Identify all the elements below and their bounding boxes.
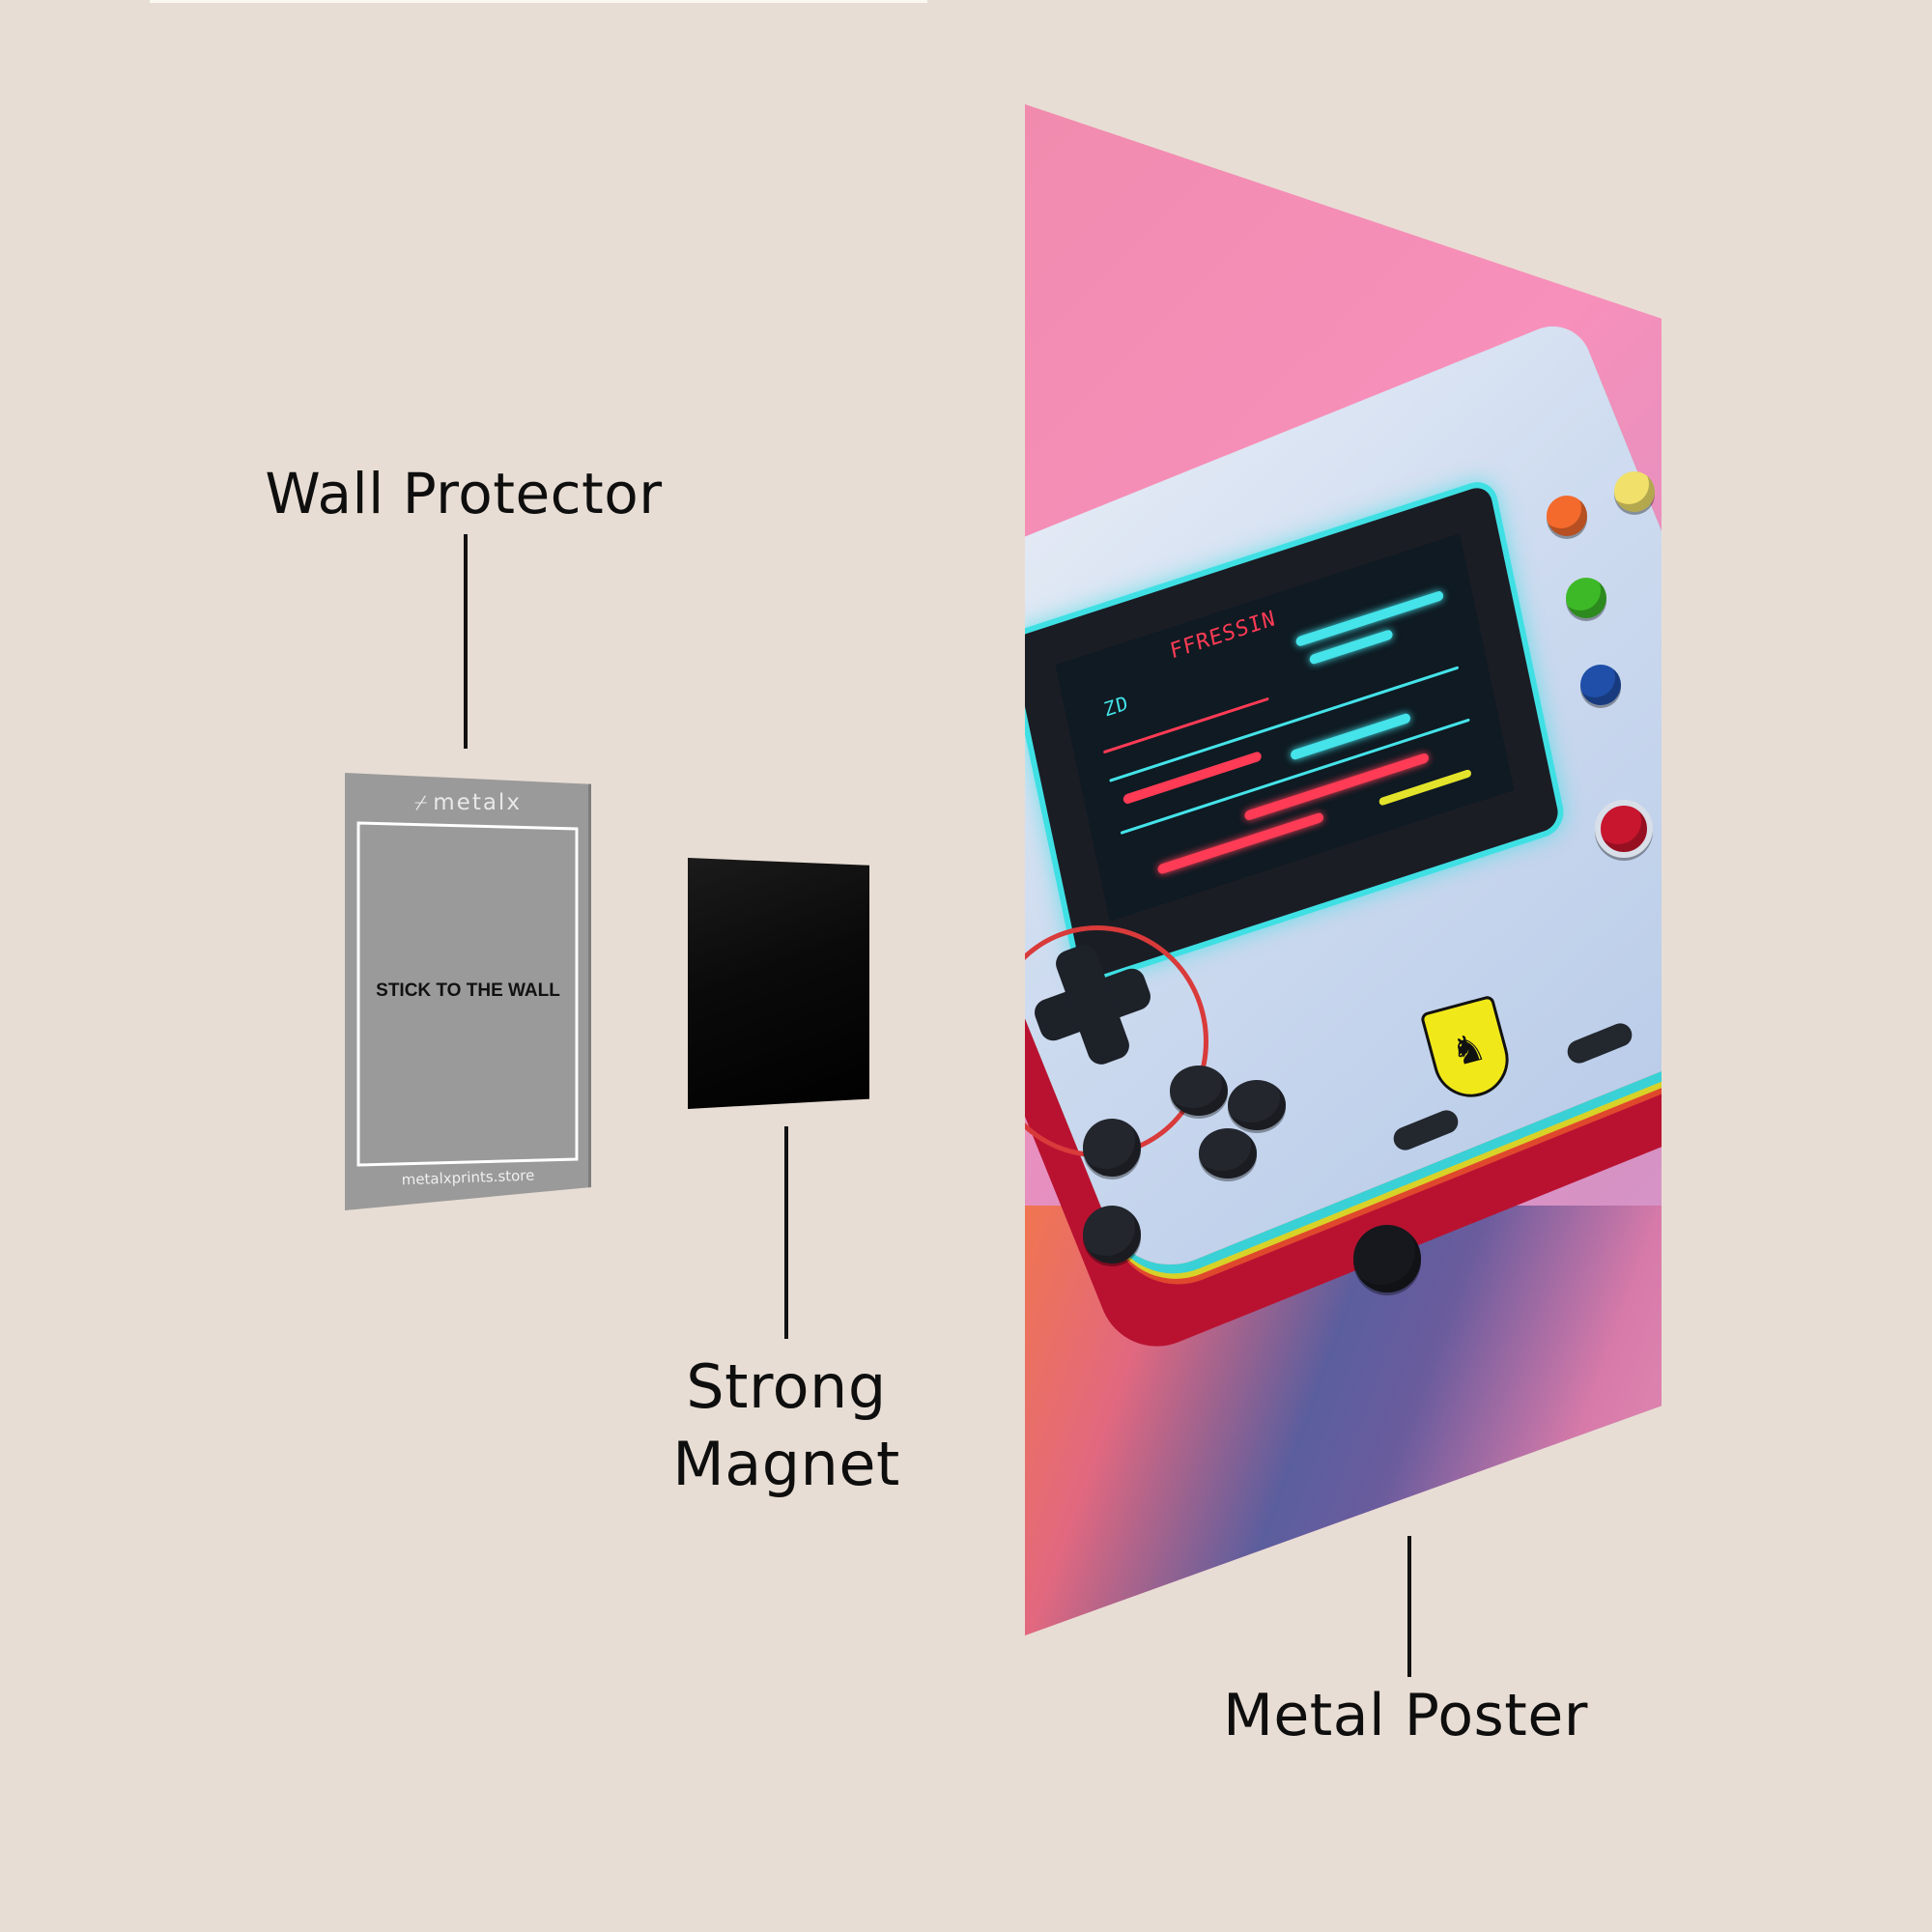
metalx-logo: ⌿metalx <box>345 790 591 815</box>
metal-poster-label: Metal Poster <box>1223 1682 1588 1749</box>
wall-protector-label: Wall Protector <box>265 461 663 526</box>
strong-magnet-label-line2: Magnet <box>672 1429 900 1499</box>
orange-button <box>1547 496 1587 536</box>
black-button <box>1228 1080 1286 1130</box>
magnet-connector-line <box>784 1126 788 1339</box>
blue-button <box>1580 665 1621 705</box>
brand-name: metalx <box>433 790 522 815</box>
black-button <box>1199 1128 1257 1179</box>
screen-title: FFRESSIN <box>1168 606 1278 665</box>
screen-bar <box>1290 712 1411 761</box>
screen-bar <box>1378 768 1472 807</box>
screen-bar <box>1122 751 1263 806</box>
black-button <box>1083 1119 1141 1177</box>
screen-tag: ZD <box>1101 691 1131 722</box>
metalx-logo-icon: ⌿ <box>414 791 428 815</box>
website-text: metalxprints.store <box>401 1166 535 1189</box>
strong-magnet-label: Strong Magnet <box>641 1349 931 1503</box>
protector-frame-outline <box>356 821 579 1167</box>
screen-line <box>1120 718 1470 835</box>
wall-protector-connector-line <box>464 534 468 749</box>
red-button <box>1595 800 1653 858</box>
top-strip <box>150 0 927 3</box>
screen-bar <box>1156 811 1324 875</box>
yellow-button <box>1614 471 1655 512</box>
metal-poster-connector-line <box>1407 1536 1411 1677</box>
strong-magnet-sheet <box>688 858 869 1109</box>
black-button <box>1083 1206 1141 1264</box>
wall-protector-card: ⌿metalx STICK TO THE WALL metalxprints.s… <box>345 773 591 1210</box>
green-button <box>1566 578 1606 618</box>
strong-magnet-label-line1: Strong <box>686 1351 887 1422</box>
protector-inner-frame <box>356 821 579 1167</box>
black-button <box>1170 1065 1228 1116</box>
side-knob <box>1353 1225 1421 1293</box>
metal-poster: FFRESSIN ZD ♞ <box>1025 104 1662 1635</box>
stick-to-wall-text: STICK TO THE WALL <box>376 980 560 1001</box>
